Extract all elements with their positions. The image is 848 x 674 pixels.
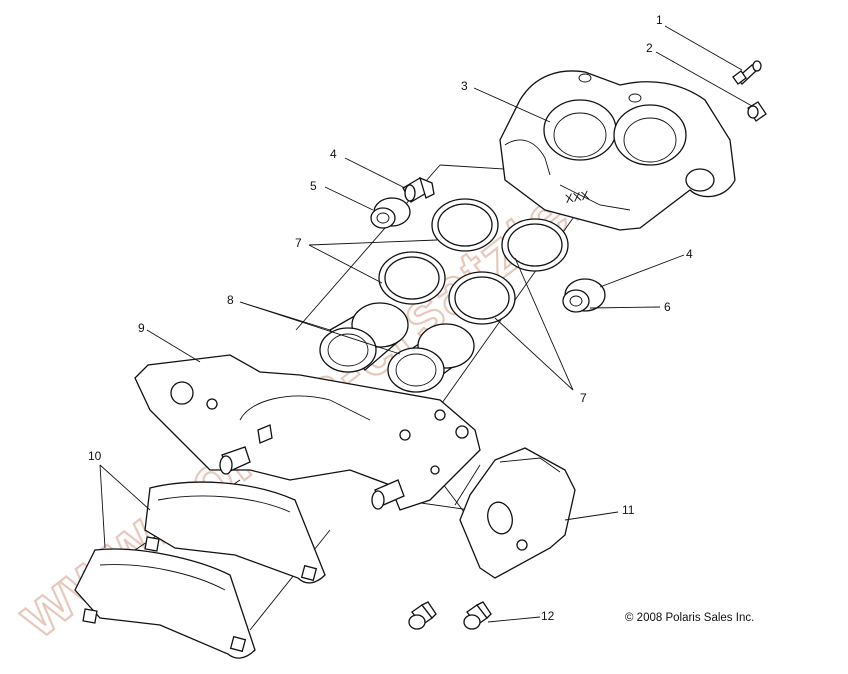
leader-lines <box>99 25 753 623</box>
bleeder-screw <box>732 60 762 85</box>
callout-3: 3 <box>461 79 468 93</box>
caliper-bracket <box>134 354 481 511</box>
callout-12: 12 <box>541 609 555 623</box>
callout-7-left: 7 <box>295 236 302 250</box>
callout-4-top: 4 <box>330 147 337 161</box>
pad-spring <box>459 447 576 579</box>
brake-pad-upper <box>144 481 326 584</box>
piston-seals <box>378 198 569 325</box>
boot-left <box>370 197 411 229</box>
copyright-notice: © 2008 Polaris Sales Inc. <box>625 612 754 624</box>
callout-11: 11 <box>622 503 635 517</box>
pistons <box>319 302 475 393</box>
boot-right <box>562 278 606 313</box>
callout-6: 6 <box>664 300 671 314</box>
guide-pin-top <box>402 176 435 203</box>
callout-numbers: 1 2 3 4 4 5 6 7 7 8 9 10 11 12 <box>88 13 693 623</box>
bracket-bolts <box>408 601 492 630</box>
callout-1: 1 <box>656 13 663 27</box>
callout-5: 5 <box>310 179 317 193</box>
callout-7-right: 7 <box>580 391 587 405</box>
callout-2: 2 <box>646 41 653 55</box>
callout-10: 10 <box>88 449 102 463</box>
callout-8: 8 <box>227 293 234 307</box>
caliper-marking: XXX <box>564 188 590 206</box>
brake-pad-lower <box>74 548 256 659</box>
callout-9: 9 <box>138 321 145 335</box>
callout-4-right: 4 <box>686 247 693 261</box>
bleeder-cap <box>747 101 767 122</box>
caliper-body: XXX <box>499 70 736 231</box>
